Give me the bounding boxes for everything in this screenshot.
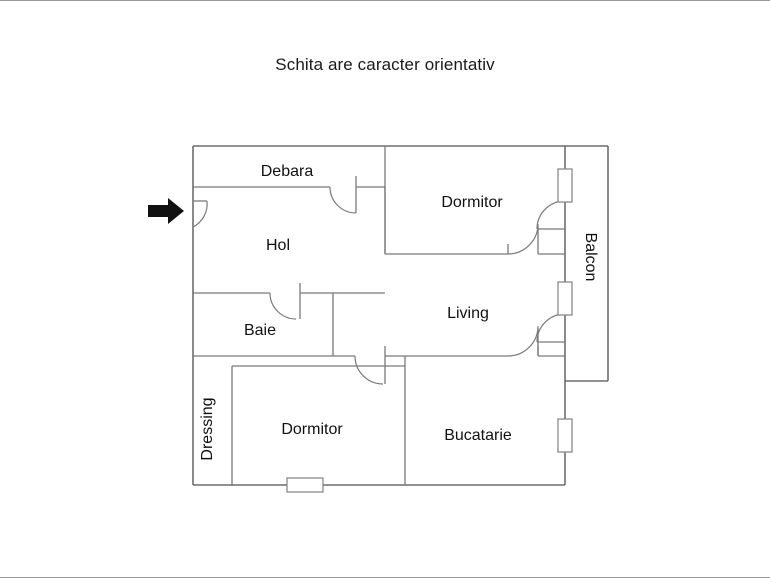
windows (286, 168, 573, 493)
door-balcon-upper-arc (536, 200, 566, 230)
room-label-bucatarie: Bucatarie (444, 427, 512, 444)
door-entry-arc (192, 200, 208, 228)
room-label-baie: Baie (244, 322, 276, 339)
window-dormitor1 (557, 168, 573, 203)
room-label-balcon: Balcon (582, 233, 599, 282)
entry-arrow-icon (148, 198, 184, 224)
door-bucatarie-arc (507, 325, 539, 357)
doors (192, 186, 566, 385)
room-label-dormitor-1: Dormitor (441, 194, 503, 211)
door-dormitor2-arc (354, 355, 384, 385)
room-label-hol: Hol (266, 237, 290, 254)
window-living (557, 281, 573, 316)
door-debara-arc (329, 186, 357, 214)
page-title: Schita are caracter orientativ (275, 55, 495, 74)
door-dormitor1-arc (507, 223, 539, 255)
door-baie-arc (269, 292, 297, 320)
door-balcon-lower-arc (536, 313, 566, 343)
interior-walls (193, 146, 565, 485)
room-label-dressing: Dressing (199, 397, 216, 460)
room-label-dormitor-2: Dormitor (281, 421, 343, 438)
exterior-walls (192, 145, 609, 486)
window-dormitor2 (286, 477, 324, 493)
room-label-living: Living (447, 305, 489, 322)
window-bucatarie (557, 418, 573, 453)
room-label-debara: Debara (261, 163, 314, 180)
room-labels: Debara Hol Dormitor Balcon Living Baie D… (199, 163, 599, 461)
